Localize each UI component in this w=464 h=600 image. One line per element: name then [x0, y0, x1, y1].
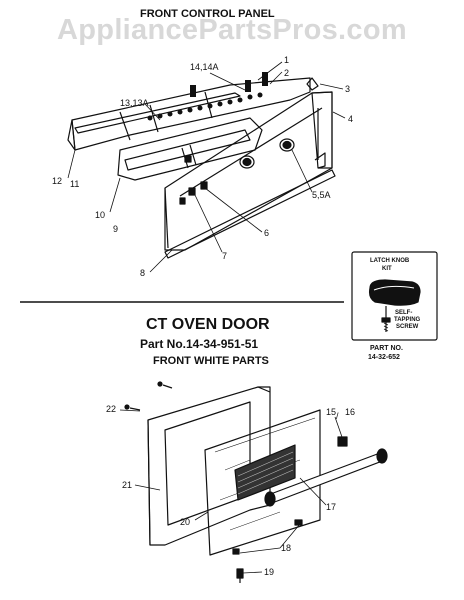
- screws: [124, 381, 303, 583]
- callout-22: 22: [106, 404, 117, 414]
- kit-part-number: 14-32-652: [368, 354, 400, 361]
- callout-1: 1: [284, 55, 290, 65]
- callout-19: 19: [264, 567, 275, 577]
- callout-15: 15: [326, 407, 337, 417]
- latch-kit-inset: [351, 251, 438, 341]
- bottom-trim: [164, 169, 336, 259]
- callout-13-13a: 13,13A: [120, 98, 149, 108]
- callout-7: 7: [222, 251, 228, 261]
- kit-screw-line3: SCREW: [396, 324, 419, 330]
- callout-18: 18: [281, 543, 292, 553]
- callout-8: 8: [140, 268, 146, 278]
- control-backplate: [67, 77, 311, 151]
- top-leaders: [67, 61, 346, 273]
- switch-row: [147, 72, 268, 121]
- kit-part-label: PART NO.: [370, 345, 403, 352]
- callout-slash: /: [336, 411, 339, 421]
- knobs: [239, 138, 295, 169]
- callout-14-14a: 14,14A: [190, 62, 219, 72]
- callout-17: 17: [326, 502, 337, 512]
- callout-2: 2: [284, 68, 290, 78]
- door-glass: [204, 409, 321, 556]
- callout-5-5a: 5,5A: [312, 190, 331, 200]
- kit-screw-line2: TAPPING: [394, 317, 421, 323]
- callout-12: 12: [52, 176, 63, 186]
- callout-16: 16: [345, 407, 356, 417]
- watermark: AppliancePartsPros.com: [57, 14, 407, 46]
- kit-title-line2: KIT: [382, 266, 392, 272]
- front-white-parts: FRONT WHITE PARTS: [153, 355, 269, 367]
- kit-title-line1: LATCH KNOB: [370, 258, 410, 264]
- callout-11: 11: [70, 179, 80, 189]
- kit-screw-line1: SELF-: [395, 310, 413, 316]
- front-control-panel-title: FRONT CONTROL PANEL: [140, 8, 275, 20]
- part-number-line: Part No.14-34-951-51: [140, 337, 259, 351]
- callout-20: 20: [180, 517, 191, 527]
- window-screen: [234, 444, 296, 501]
- callout-6: 6: [264, 228, 270, 238]
- door-frame: [147, 386, 271, 546]
- latch-clip: [337, 436, 348, 447]
- small-parts: [179, 77, 319, 205]
- front-panel: [164, 91, 333, 251]
- callout-4: 4: [348, 114, 354, 124]
- callout-10: 10: [95, 210, 106, 220]
- callout-9: 9: [113, 224, 119, 234]
- inner-bracket: [117, 117, 263, 181]
- callout-21: 21: [122, 480, 133, 490]
- ct-oven-door-title: CT OVEN DOOR: [146, 316, 270, 333]
- bottom-leaders: [119, 409, 343, 574]
- callout-3: 3: [345, 84, 351, 94]
- door-handle: [264, 448, 388, 507]
